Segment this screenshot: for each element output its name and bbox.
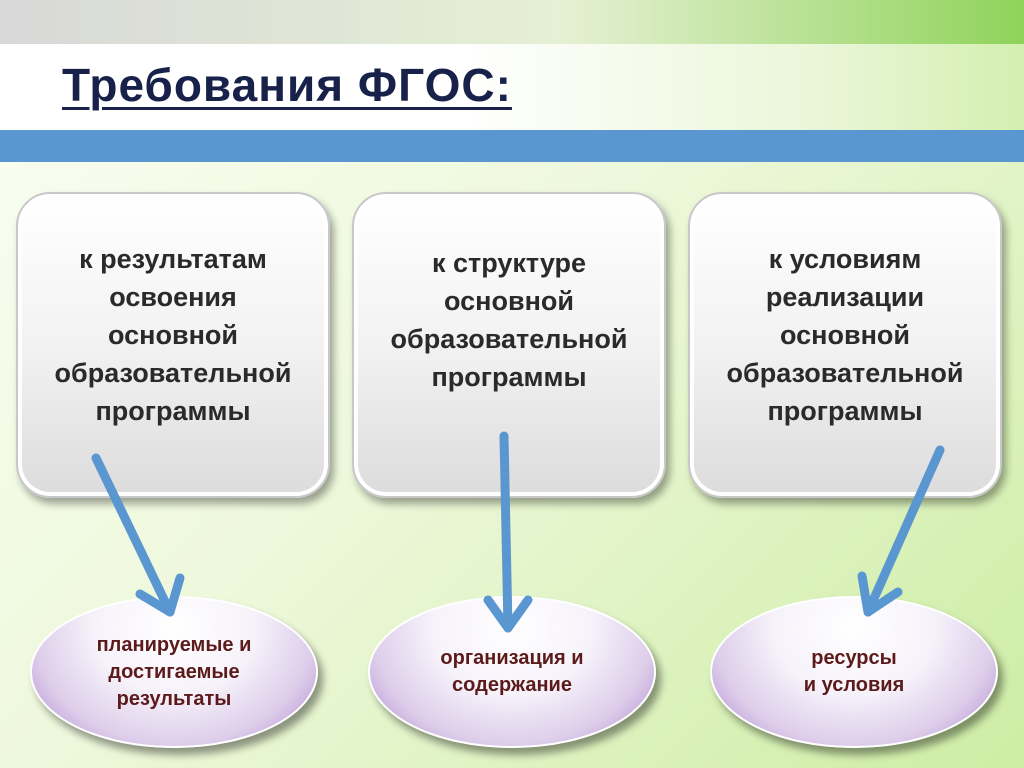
outcome-ellipse-resources: ресурсы и условия bbox=[710, 596, 998, 748]
requirement-box-conditions: к условиям реализации основной образоват… bbox=[688, 192, 1002, 498]
requirement-box-results: к результатам освоения основной образова… bbox=[16, 192, 330, 498]
arrow-down-icon bbox=[91, 453, 185, 617]
outcome-ellipse-results: планируемые и достигаемые результаты bbox=[30, 596, 318, 748]
outcome-ellipse-text: ресурсы и условия bbox=[803, 647, 905, 696]
outcome-ellipse-text: организация и содержание bbox=[440, 647, 584, 696]
slide-title: Требования ФГОС: bbox=[62, 59, 512, 111]
requirement-box-structure: к структуре основной образовательной про… bbox=[352, 192, 666, 498]
requirement-box-text: к условиям реализации основной образоват… bbox=[726, 244, 964, 426]
requirement-box-text: к структуре основной образовательной про… bbox=[390, 248, 628, 392]
blue-divider-bar bbox=[0, 130, 1024, 162]
title-band bbox=[0, 44, 1024, 130]
arrow-down-icon bbox=[483, 431, 533, 633]
requirement-box-text: к результатам освоения основной образова… bbox=[54, 244, 292, 426]
outcome-ellipse-text: планируемые и достигаемые результаты bbox=[96, 633, 252, 710]
top-decorative-bar bbox=[0, 0, 1024, 44]
arrow-down-icon bbox=[857, 445, 945, 617]
